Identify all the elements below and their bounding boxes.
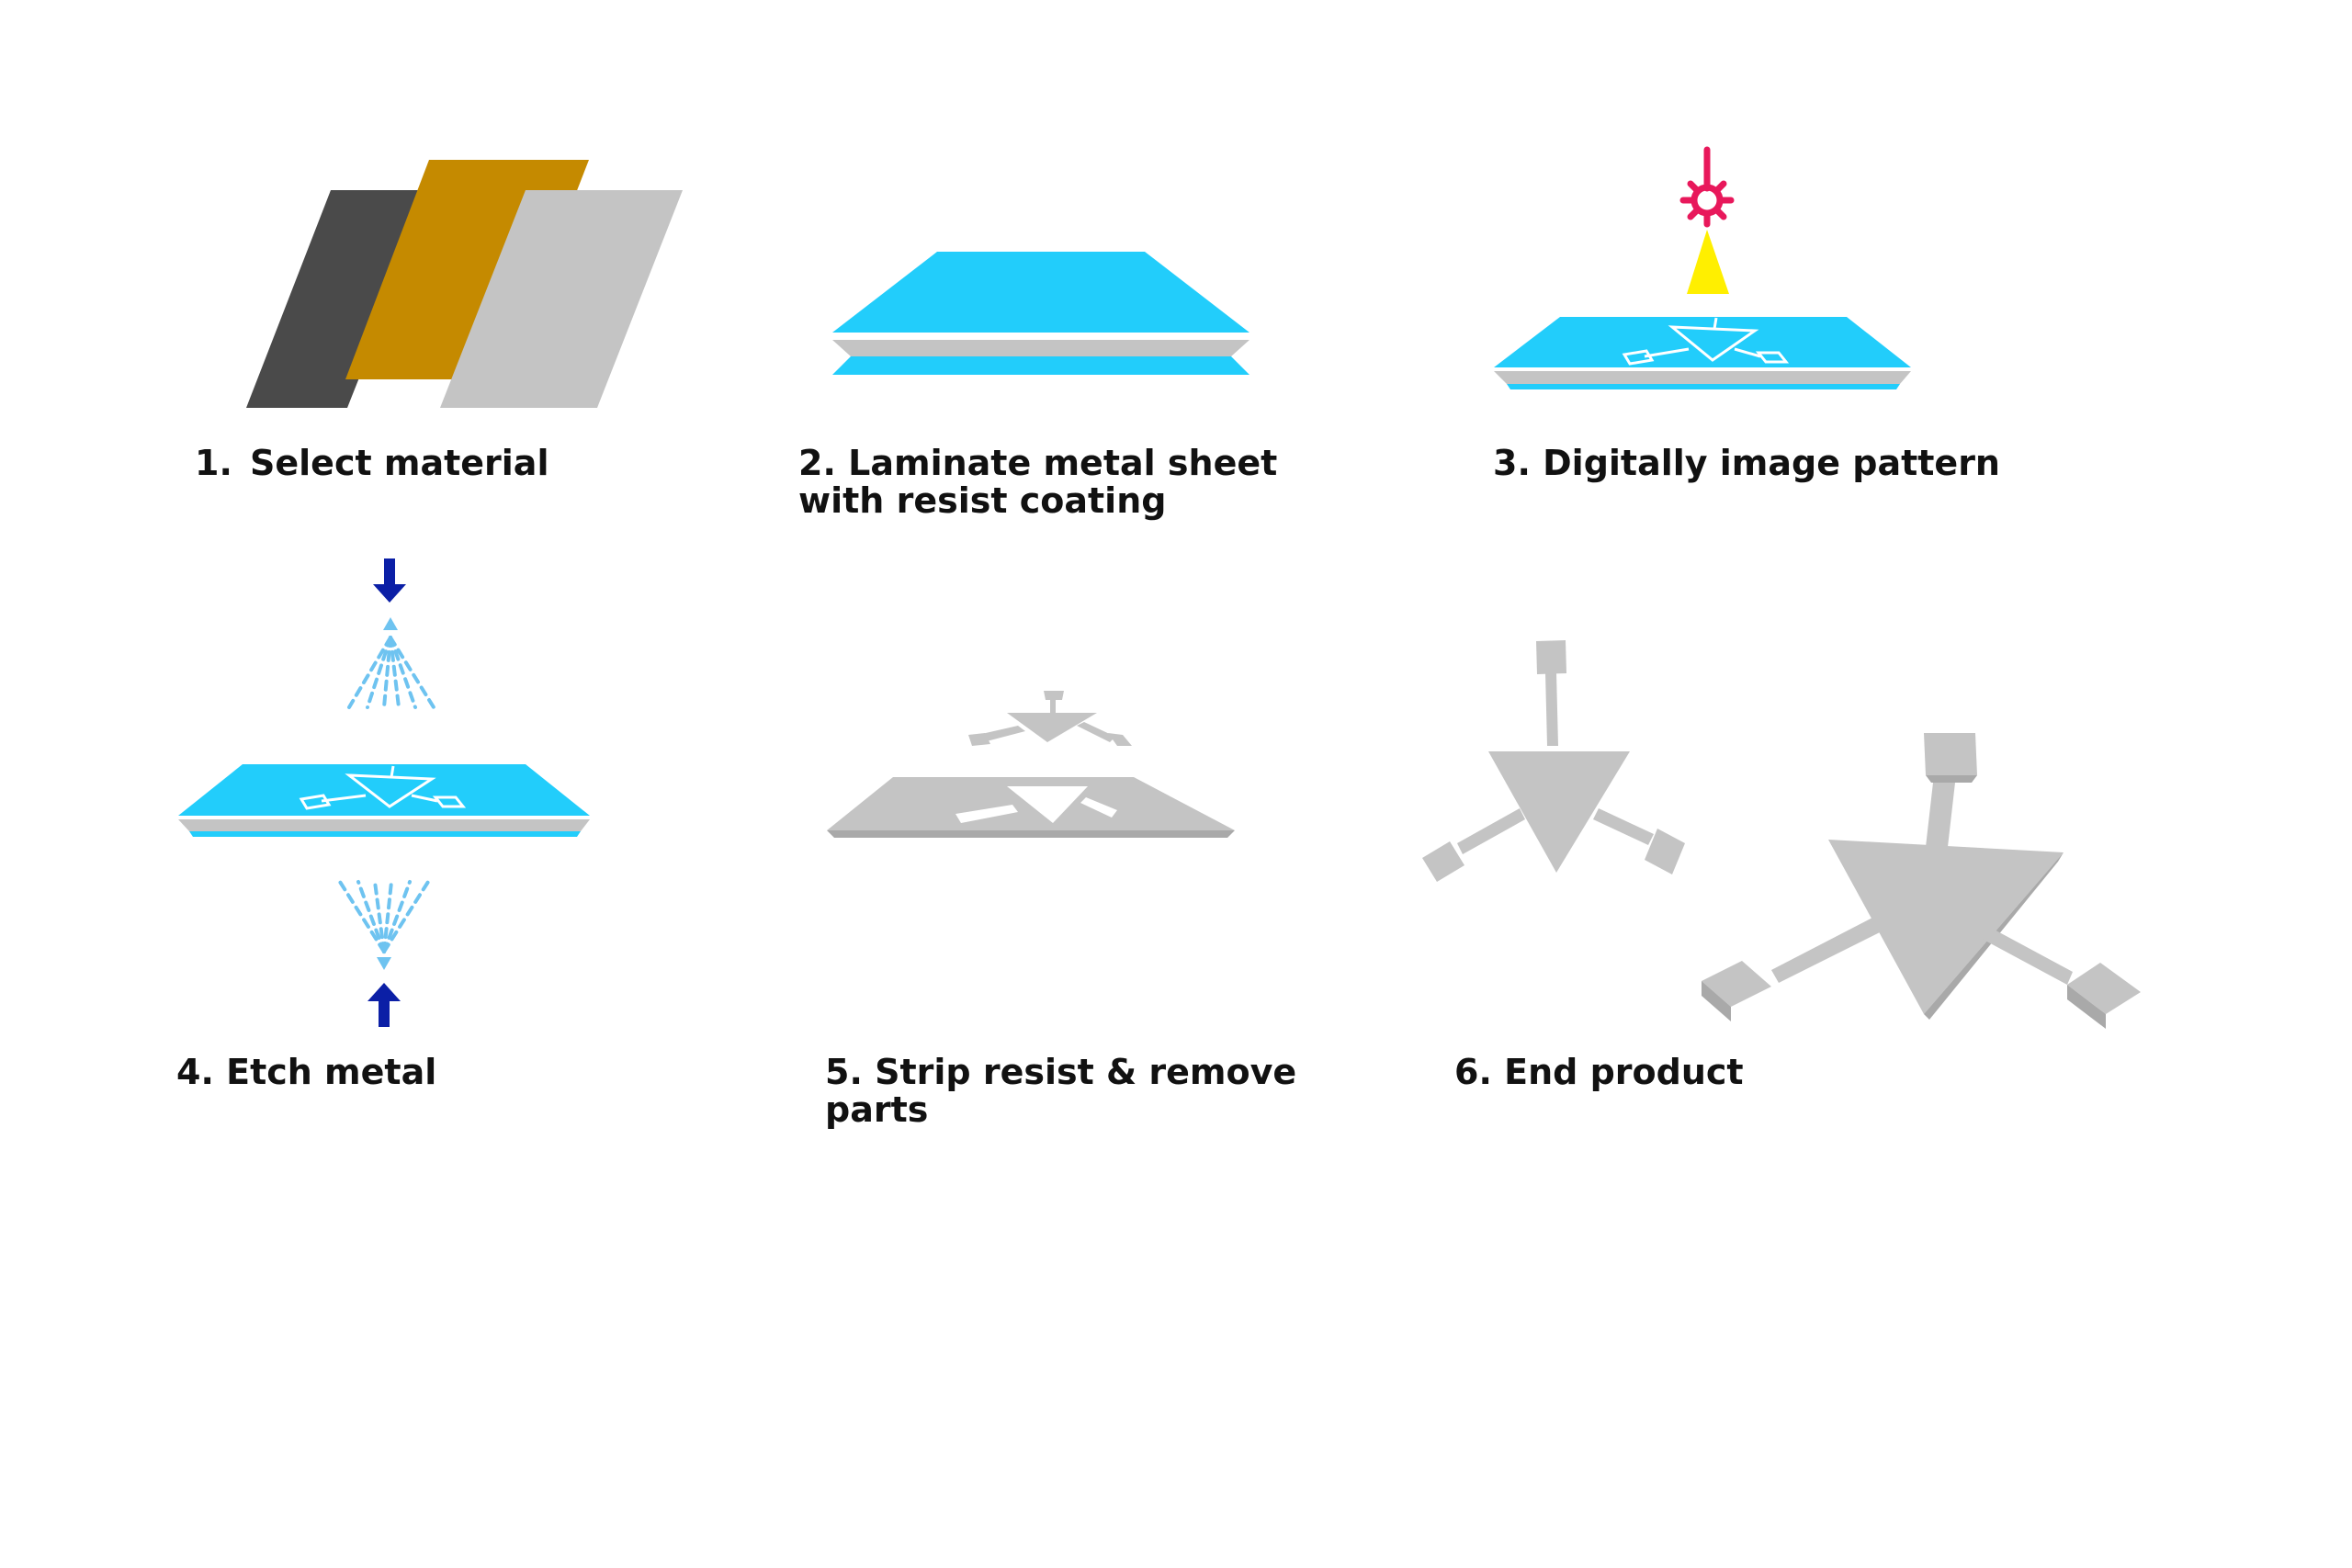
light-beam: [1687, 230, 1729, 294]
top-resist-layer: [832, 252, 1250, 333]
lifted-part: [968, 691, 1132, 746]
part-small: [1422, 640, 1685, 882]
step-4-number: 4.: [176, 1052, 214, 1092]
step-2-title-line-2: with resist coating: [798, 480, 1167, 521]
step-4-label: 4. Etch metal: [176, 1054, 436, 1091]
step-3-title: Digitally image pattern: [1543, 443, 2000, 483]
step-4-title: Etch metal: [226, 1052, 437, 1092]
step-2-illustration: [832, 252, 1250, 375]
step-3-number: 3.: [1493, 443, 1531, 483]
bottom-resist-layer: [832, 356, 1250, 375]
etch-sheet-resist: [178, 764, 590, 816]
etch-pattern: [299, 765, 467, 810]
sheet-resist-top: [1494, 317, 1911, 367]
step-2-number: 2.: [798, 443, 836, 483]
sheet-metal-edge: [1494, 371, 1911, 384]
step-1-label: 1. Select material: [195, 445, 548, 482]
step-5-illustration: [827, 691, 1235, 838]
part-large: [1702, 733, 2141, 1029]
step-6-illustration: [1422, 640, 2141, 1029]
step-6-number: 6.: [1454, 1052, 1492, 1092]
step-5-number: 5.: [825, 1052, 863, 1092]
step-5-title-line-1: Strip resist & remove: [875, 1052, 1297, 1092]
bottom-spray-icon: [338, 880, 430, 970]
etch-sheet-metal: [178, 819, 590, 831]
dark-metal-sheet: [246, 190, 434, 408]
sheet-base-blue: [1507, 384, 1900, 389]
step-4-illustration: [178, 558, 590, 1027]
bottom-up-arrow-icon: [368, 983, 401, 1027]
stripped-sheet-edge: [827, 830, 1235, 838]
step-6-label: 6. End product: [1454, 1054, 1744, 1091]
step-1-illustration: [246, 160, 683, 408]
step-2-label: 2. Laminate metal sheet with resist coat…: [798, 445, 1277, 520]
step-6-title: End product: [1504, 1052, 1744, 1092]
silver-metal-sheet: [440, 190, 683, 408]
top-down-arrow-icon: [373, 558, 406, 603]
step-1-title: Select material: [250, 443, 549, 483]
step-5-label: 5. Strip resist & remove parts: [825, 1054, 1296, 1129]
stripped-sheet: [827, 777, 1235, 830]
step-2-title-line-1: Laminate metal sheet: [848, 443, 1278, 483]
laser-head-icon: [1679, 146, 1735, 228]
top-spray-icon: [347, 617, 435, 709]
etch-sheet-base: [189, 831, 581, 837]
metal-core-layer: [832, 340, 1250, 356]
step-3-label: 3. Digitally image pattern: [1493, 445, 2000, 482]
exposed-pattern: [1622, 317, 1790, 366]
step-5-title-line-2: parts: [825, 1089, 929, 1130]
step-1-number: 1.: [195, 443, 232, 483]
step-3-illustration: [1494, 146, 1911, 389]
